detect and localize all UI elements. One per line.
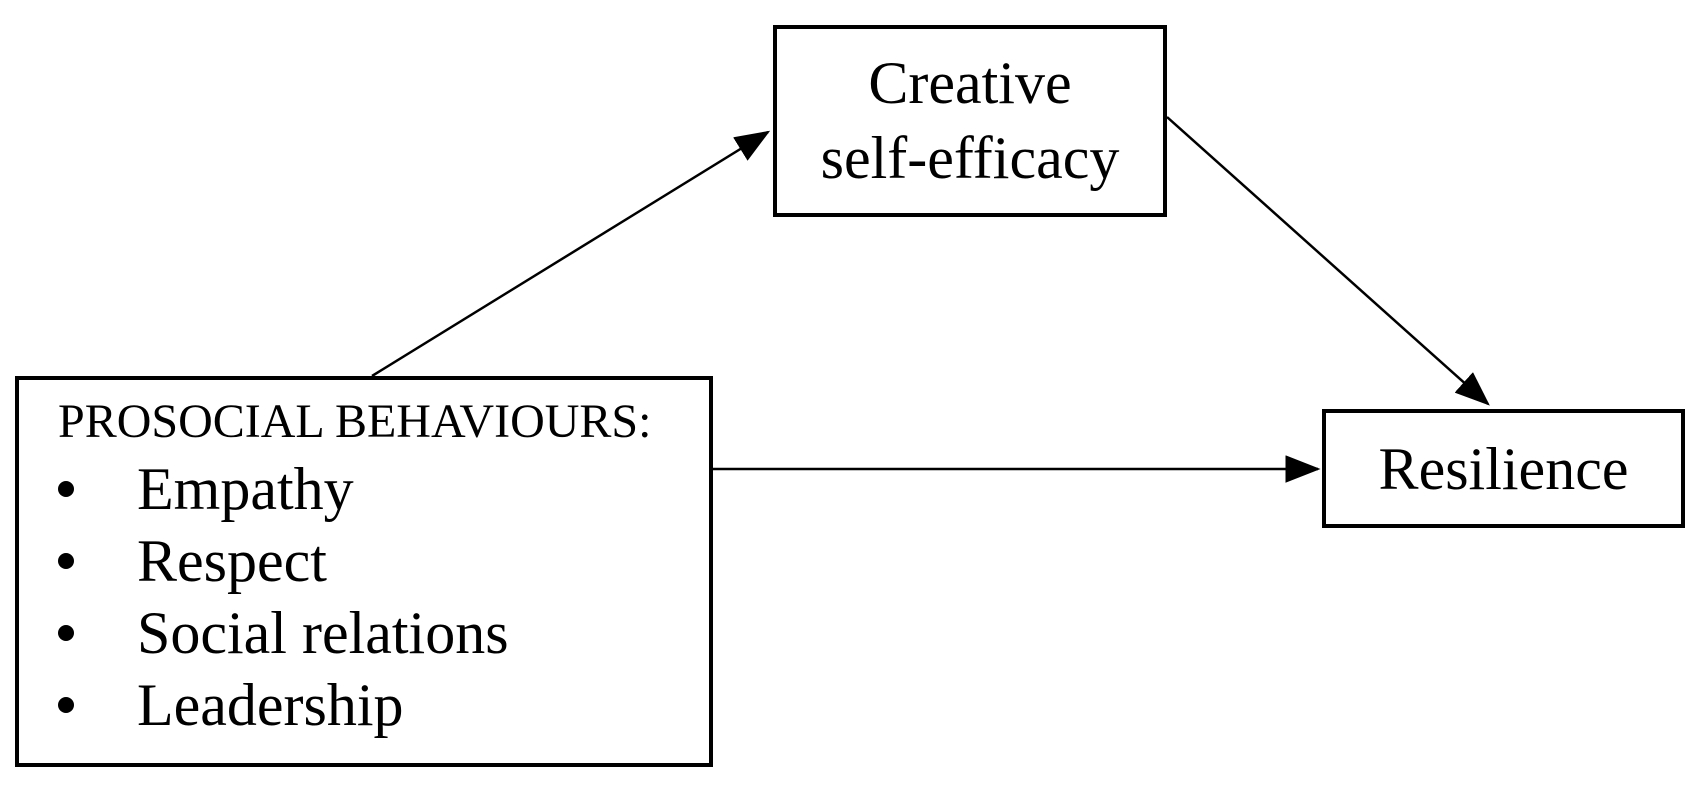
prosocial-heading: PROSOCIAL BEHAVIOURS:: [58, 395, 652, 448]
bullet-icon: [58, 553, 74, 569]
list-item-label: Social relations: [137, 600, 509, 666]
bullet-icon: [58, 481, 74, 497]
resilience-label: Resilience: [1378, 435, 1629, 502]
bullet-icon: [58, 625, 74, 641]
creative-self-efficacy-label-line1: Creative: [868, 50, 1072, 116]
prosocial-list: Empathy Respect Social relations Leaders…: [58, 453, 691, 741]
bullet-icon: [58, 697, 74, 713]
list-item: Empathy: [58, 453, 691, 525]
node-prosocial-behaviours: PROSOCIAL BEHAVIOURS: Empathy Respect So…: [15, 376, 713, 767]
creative-self-efficacy-label-line2: self-efficacy: [820, 125, 1120, 191]
list-item-label: Empathy: [137, 456, 354, 522]
list-item: Respect: [58, 525, 691, 597]
node-resilience: Resilience: [1322, 409, 1685, 528]
list-item: Social relations: [58, 597, 691, 669]
list-item-label: Respect: [137, 528, 327, 594]
edge-creative-self-efficacy-to-resilience: [1166, 116, 1490, 406]
node-creative-self-efficacy: Creative self-efficacy: [773, 25, 1167, 217]
list-item-label: Leadership: [137, 672, 404, 738]
edge-prosocial-to-creative-self-efficacy: [371, 130, 771, 378]
list-item: Leadership: [58, 669, 691, 741]
